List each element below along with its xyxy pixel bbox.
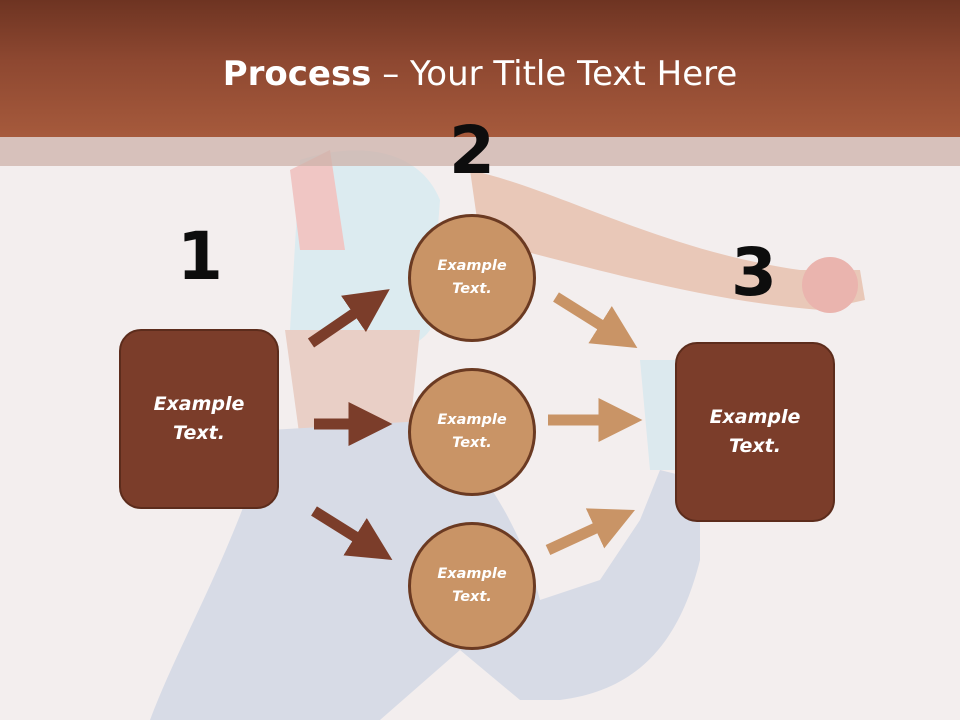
process-circle-bottom: Example Text. <box>408 522 536 650</box>
title-rest: – Your Title Text Here <box>371 54 738 94</box>
step-number-2: 2 <box>449 112 495 189</box>
circle-middle-text: Example Text. <box>437 412 507 451</box>
step-number-3: 3 <box>731 234 777 311</box>
right-process-box: Example Text. <box>675 342 835 522</box>
arrow-top-to-right <box>553 292 638 349</box>
slide-title: Process – Your Title Text Here <box>0 52 960 96</box>
left-process-box: Example Text. <box>119 329 279 509</box>
title-bar-strip <box>0 137 960 166</box>
arrow-left-to-bottom <box>311 506 393 560</box>
step-number-1: 1 <box>177 218 223 295</box>
left-box-text: Example Text. <box>153 393 245 444</box>
process-circle-middle: Example Text. <box>408 368 536 496</box>
arrow-left-to-top <box>307 289 390 348</box>
circle-top-text: Example Text. <box>437 258 507 297</box>
right-box-text: Example Text. <box>709 406 801 457</box>
title-bar <box>0 0 960 137</box>
title-bold: Process <box>222 54 372 94</box>
circle-bottom-text: Example Text. <box>437 566 507 605</box>
arrow-bottom-to-right <box>545 508 635 555</box>
process-circle-top: Example Text. <box>408 214 536 342</box>
